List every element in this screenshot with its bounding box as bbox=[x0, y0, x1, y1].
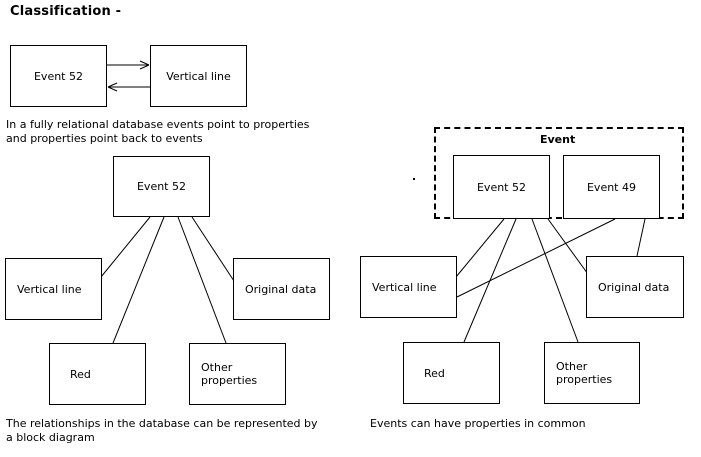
left-red-label: Red bbox=[70, 367, 91, 381]
left-event-52-label: Event 52 bbox=[136, 180, 186, 193]
left-vertical-line-box[interactable]: Vertical line bbox=[5, 258, 102, 320]
page-title: Classification - bbox=[10, 4, 122, 19]
top-event-52-box[interactable]: Event 52 bbox=[10, 45, 107, 107]
event-group-container bbox=[434, 127, 684, 219]
right-event-49-box[interactable]: Event 49 bbox=[563, 155, 660, 219]
right-diagram-caption: Events can have properties in common bbox=[370, 417, 586, 430]
event-group-title: Event bbox=[540, 133, 576, 146]
right-event-52-box[interactable]: Event 52 bbox=[453, 155, 550, 219]
left-original-data-label: Original data bbox=[245, 282, 317, 296]
right-red-label: Red bbox=[424, 366, 445, 380]
right-original-data-box[interactable]: Original data bbox=[586, 256, 684, 318]
right-original-data-label: Original data bbox=[598, 280, 670, 294]
right-other-properties-label: Other properties bbox=[556, 360, 613, 386]
left-diagram-caption: The relationships in the database can be… bbox=[6, 417, 318, 444]
top-vertical-line-box[interactable]: Vertical line bbox=[150, 45, 247, 107]
left-other-properties-box[interactable]: Other properties bbox=[189, 343, 286, 405]
left-red-box[interactable]: Red bbox=[49, 343, 146, 405]
right-event-52-label: Event 52 bbox=[476, 180, 526, 194]
top-event-52-label: Event 52 bbox=[33, 69, 83, 83]
left-vertical-line-label: Vertical line bbox=[17, 282, 82, 296]
left-event-52-box[interactable]: Event 52 bbox=[113, 156, 210, 217]
left-original-data-box[interactable]: Original data bbox=[233, 258, 330, 320]
right-vertical-line-label: Vertical line bbox=[372, 280, 437, 294]
top-diagram-caption: In a fully relational database events po… bbox=[6, 118, 310, 145]
image-speck bbox=[413, 178, 415, 180]
right-event-49-label: Event 49 bbox=[586, 180, 636, 194]
left-other-properties-label: Other properties bbox=[201, 361, 258, 387]
top-vertical-line-label: Vertical line bbox=[166, 69, 231, 83]
right-red-box[interactable]: Red bbox=[403, 342, 500, 404]
right-vertical-line-box[interactable]: Vertical line bbox=[360, 256, 457, 318]
right-other-properties-box[interactable]: Other properties bbox=[544, 342, 640, 404]
